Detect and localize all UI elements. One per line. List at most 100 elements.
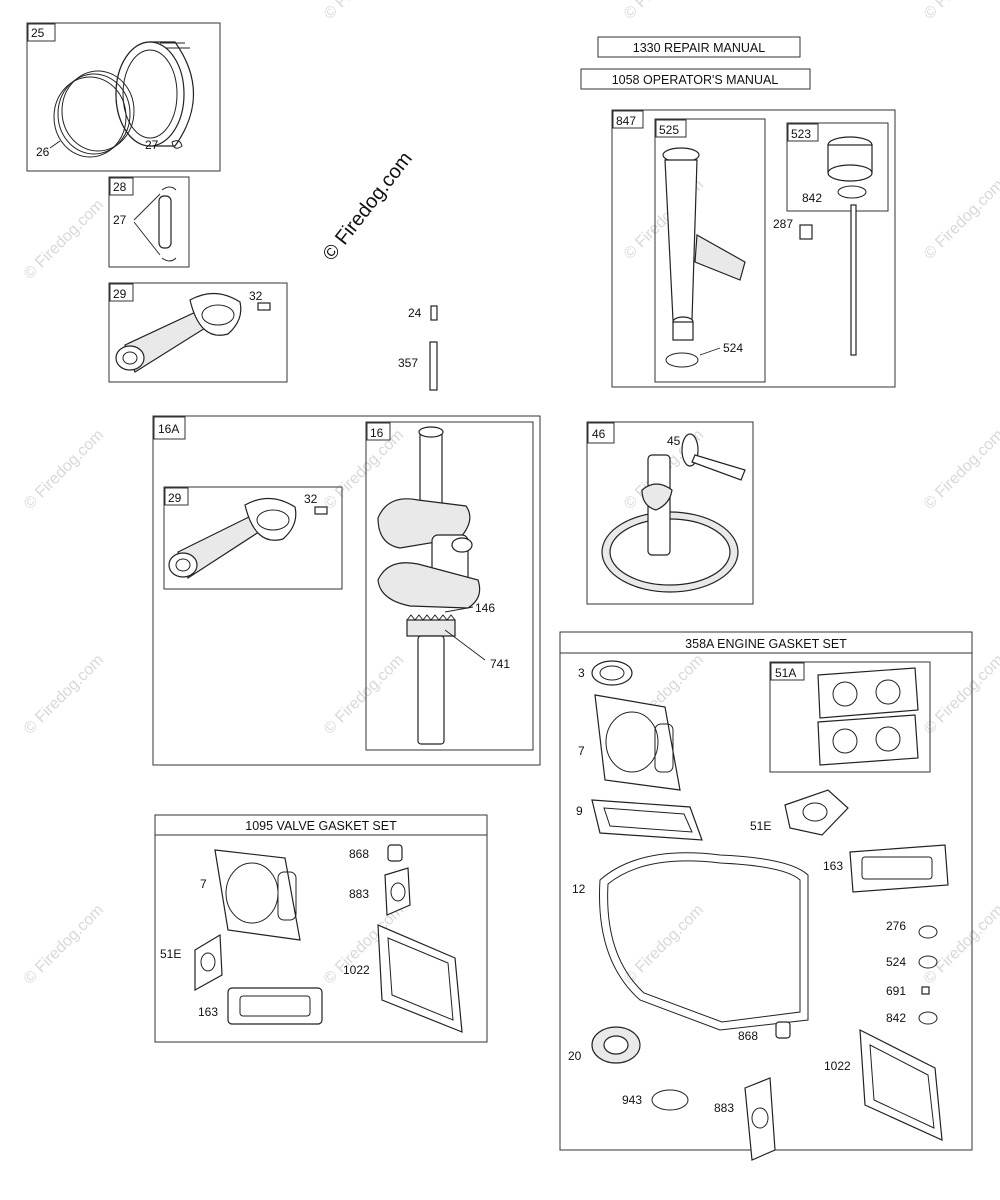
washer-a-part — [918, 925, 938, 939]
crankshaft-group-part-number: 16A — [158, 422, 179, 436]
seal-part — [591, 660, 633, 686]
dipstick-blade-part — [850, 204, 857, 356]
valve-breather-gasket-part-number: 163 — [198, 1005, 218, 1019]
crankshaft-group: 16A 29 32 16 146 741 — [152, 415, 541, 766]
watermark: © Firedog.com — [921, 0, 1000, 23]
tube-oring-part-number: 524 — [723, 341, 743, 355]
sensor-part-number: 741 — [490, 657, 510, 671]
valve-gasket-set-group: 1095 VALVE GASKET SET 7 51E 163 868 883 — [154, 814, 488, 1043]
watermark: © Firedog.com — [921, 176, 1000, 262]
oring-part — [651, 1089, 689, 1111]
washer-d-part — [918, 1011, 938, 1025]
inner-rod-part-number: 29 — [168, 491, 182, 505]
oring-part-number: 943 — [622, 1093, 642, 1107]
valve-gasket-set-box — [154, 814, 488, 1043]
inner-rod-box — [163, 486, 343, 590]
watermark: © Firedog.com — [621, 901, 707, 987]
connecting-rod-group: 29 32 — [108, 282, 288, 383]
crank-gear-part-number: 146 — [475, 601, 495, 615]
key-part-number: 24 — [408, 306, 422, 320]
watermark-main: © Firedog.com — [319, 148, 417, 265]
pin-part — [429, 341, 438, 391]
dipstick-group: 847 525 524 523 842 287 — [611, 109, 896, 388]
tube-oring-part — [665, 352, 699, 368]
washer-d-part-number: 842 — [886, 1011, 906, 1025]
valve-gasket-set-title: 1095 VALVE GASKET SET — [245, 819, 397, 833]
screw-part — [799, 224, 813, 240]
engine-plug-part-number: 868 — [738, 1029, 758, 1043]
sump-gasket-part — [599, 852, 809, 1031]
engine-carb-gasket-part — [744, 1077, 776, 1161]
pin-part-number: 357 — [398, 356, 418, 370]
base-gasket-part-number: 9 — [576, 804, 583, 818]
oil-seal-part-number: 20 — [568, 1049, 582, 1063]
watermark: © Firedog.com — [321, 426, 407, 512]
piston-pin-part-number: 28 — [113, 180, 127, 194]
camshaft-part-number: 46 — [592, 427, 606, 441]
piston-box — [26, 22, 221, 172]
dipstick-cap-part-number: 523 — [791, 127, 811, 141]
dipstick-cap-box — [786, 122, 889, 212]
key-part — [430, 305, 438, 321]
engine-intake-gasket-part-number: 51E — [750, 819, 771, 833]
piston-part — [115, 41, 194, 147]
inner-rod-bolt-part — [314, 506, 328, 515]
engine-gasket-set-title: 358A ENGINE GASKET SET — [685, 637, 847, 651]
lifter-part-number: 45 — [667, 434, 681, 448]
head-gasket-pair-part — [817, 667, 919, 766]
dipstick-tube-box — [654, 118, 766, 383]
rod-bolt-part-number: 32 — [249, 289, 263, 303]
seal-part-number: 3 — [578, 666, 585, 680]
head-gasket-pair-box — [769, 661, 931, 773]
dipstick-outer-box — [611, 109, 896, 388]
camshaft-box — [586, 421, 754, 605]
piston-rings-part — [53, 70, 135, 158]
piston-pin-group: 28 27 — [108, 176, 190, 268]
watermark: © Firedog.com — [621, 0, 707, 23]
crankshaft-part — [377, 426, 481, 745]
watermark: © Firedog.com — [321, 0, 407, 23]
watermark: © Firedog.com — [21, 901, 107, 987]
camshaft-part — [601, 454, 739, 593]
pin-lock-part-number: 27 — [113, 213, 127, 227]
head-gasket-pair-part-number: 51A — [775, 666, 796, 680]
valve-head-gasket-part-number: 7 — [200, 877, 207, 891]
engine-head-gasket-part — [594, 694, 681, 791]
engine-intake-gasket-part — [784, 789, 849, 836]
engine-head-gasket-part-number: 7 — [578, 744, 585, 758]
piston-pin-box — [108, 176, 190, 268]
connecting-rod-part — [115, 292, 242, 373]
piston-group: 25 26 27 — [26, 22, 221, 172]
crankshaft-part-number: 16 — [370, 426, 384, 440]
piston-pin-part — [158, 195, 172, 249]
engine-gasket-set-group: 358A ENGINE GASKET SET 3 7 51A 9 — [559, 631, 973, 1161]
piston-lock-part — [171, 140, 183, 149]
valve-intake-gasket-part — [194, 933, 223, 992]
engine-plug-part — [775, 1021, 791, 1039]
piston-ring-part-number: 26 — [36, 145, 50, 159]
watermark: © Firedog.com — [21, 651, 107, 737]
washer-b-part — [918, 955, 938, 969]
valve-intake-gasket-part-number: 51E — [160, 947, 181, 961]
operator-manual-label: 1058 OPERATOR'S MANUAL — [612, 73, 779, 87]
valve-carb-gasket-part — [384, 867, 411, 916]
manual-labels: 1330 REPAIR MANUAL 1058 OPERATOR'S MANUA… — [580, 36, 811, 90]
inner-connecting-rod-part — [168, 497, 297, 579]
valve-plug-part — [387, 844, 403, 862]
watermark: © Firedog.com — [21, 196, 107, 282]
repair-manual-label: 1330 REPAIR MANUAL — [633, 41, 766, 55]
dipstick-tube-part — [662, 147, 746, 341]
engine-cover-gasket-part — [859, 1028, 943, 1141]
crankshaft-box — [365, 421, 534, 751]
base-gasket-part — [591, 799, 703, 841]
oil-seal-part — [591, 1026, 641, 1064]
valve-carb-gasket-part-number: 883 — [349, 887, 369, 901]
engine-cover-gasket-part-number: 1022 — [824, 1059, 851, 1073]
crankshaft-outer-box — [152, 415, 541, 766]
sump-gasket-part-number: 12 — [572, 882, 586, 896]
repair-manual-box — [597, 36, 801, 58]
valve-plug-part-number: 868 — [349, 847, 369, 861]
cap-oring-part-number: 842 — [802, 191, 822, 205]
cap-oring-part — [837, 185, 867, 199]
